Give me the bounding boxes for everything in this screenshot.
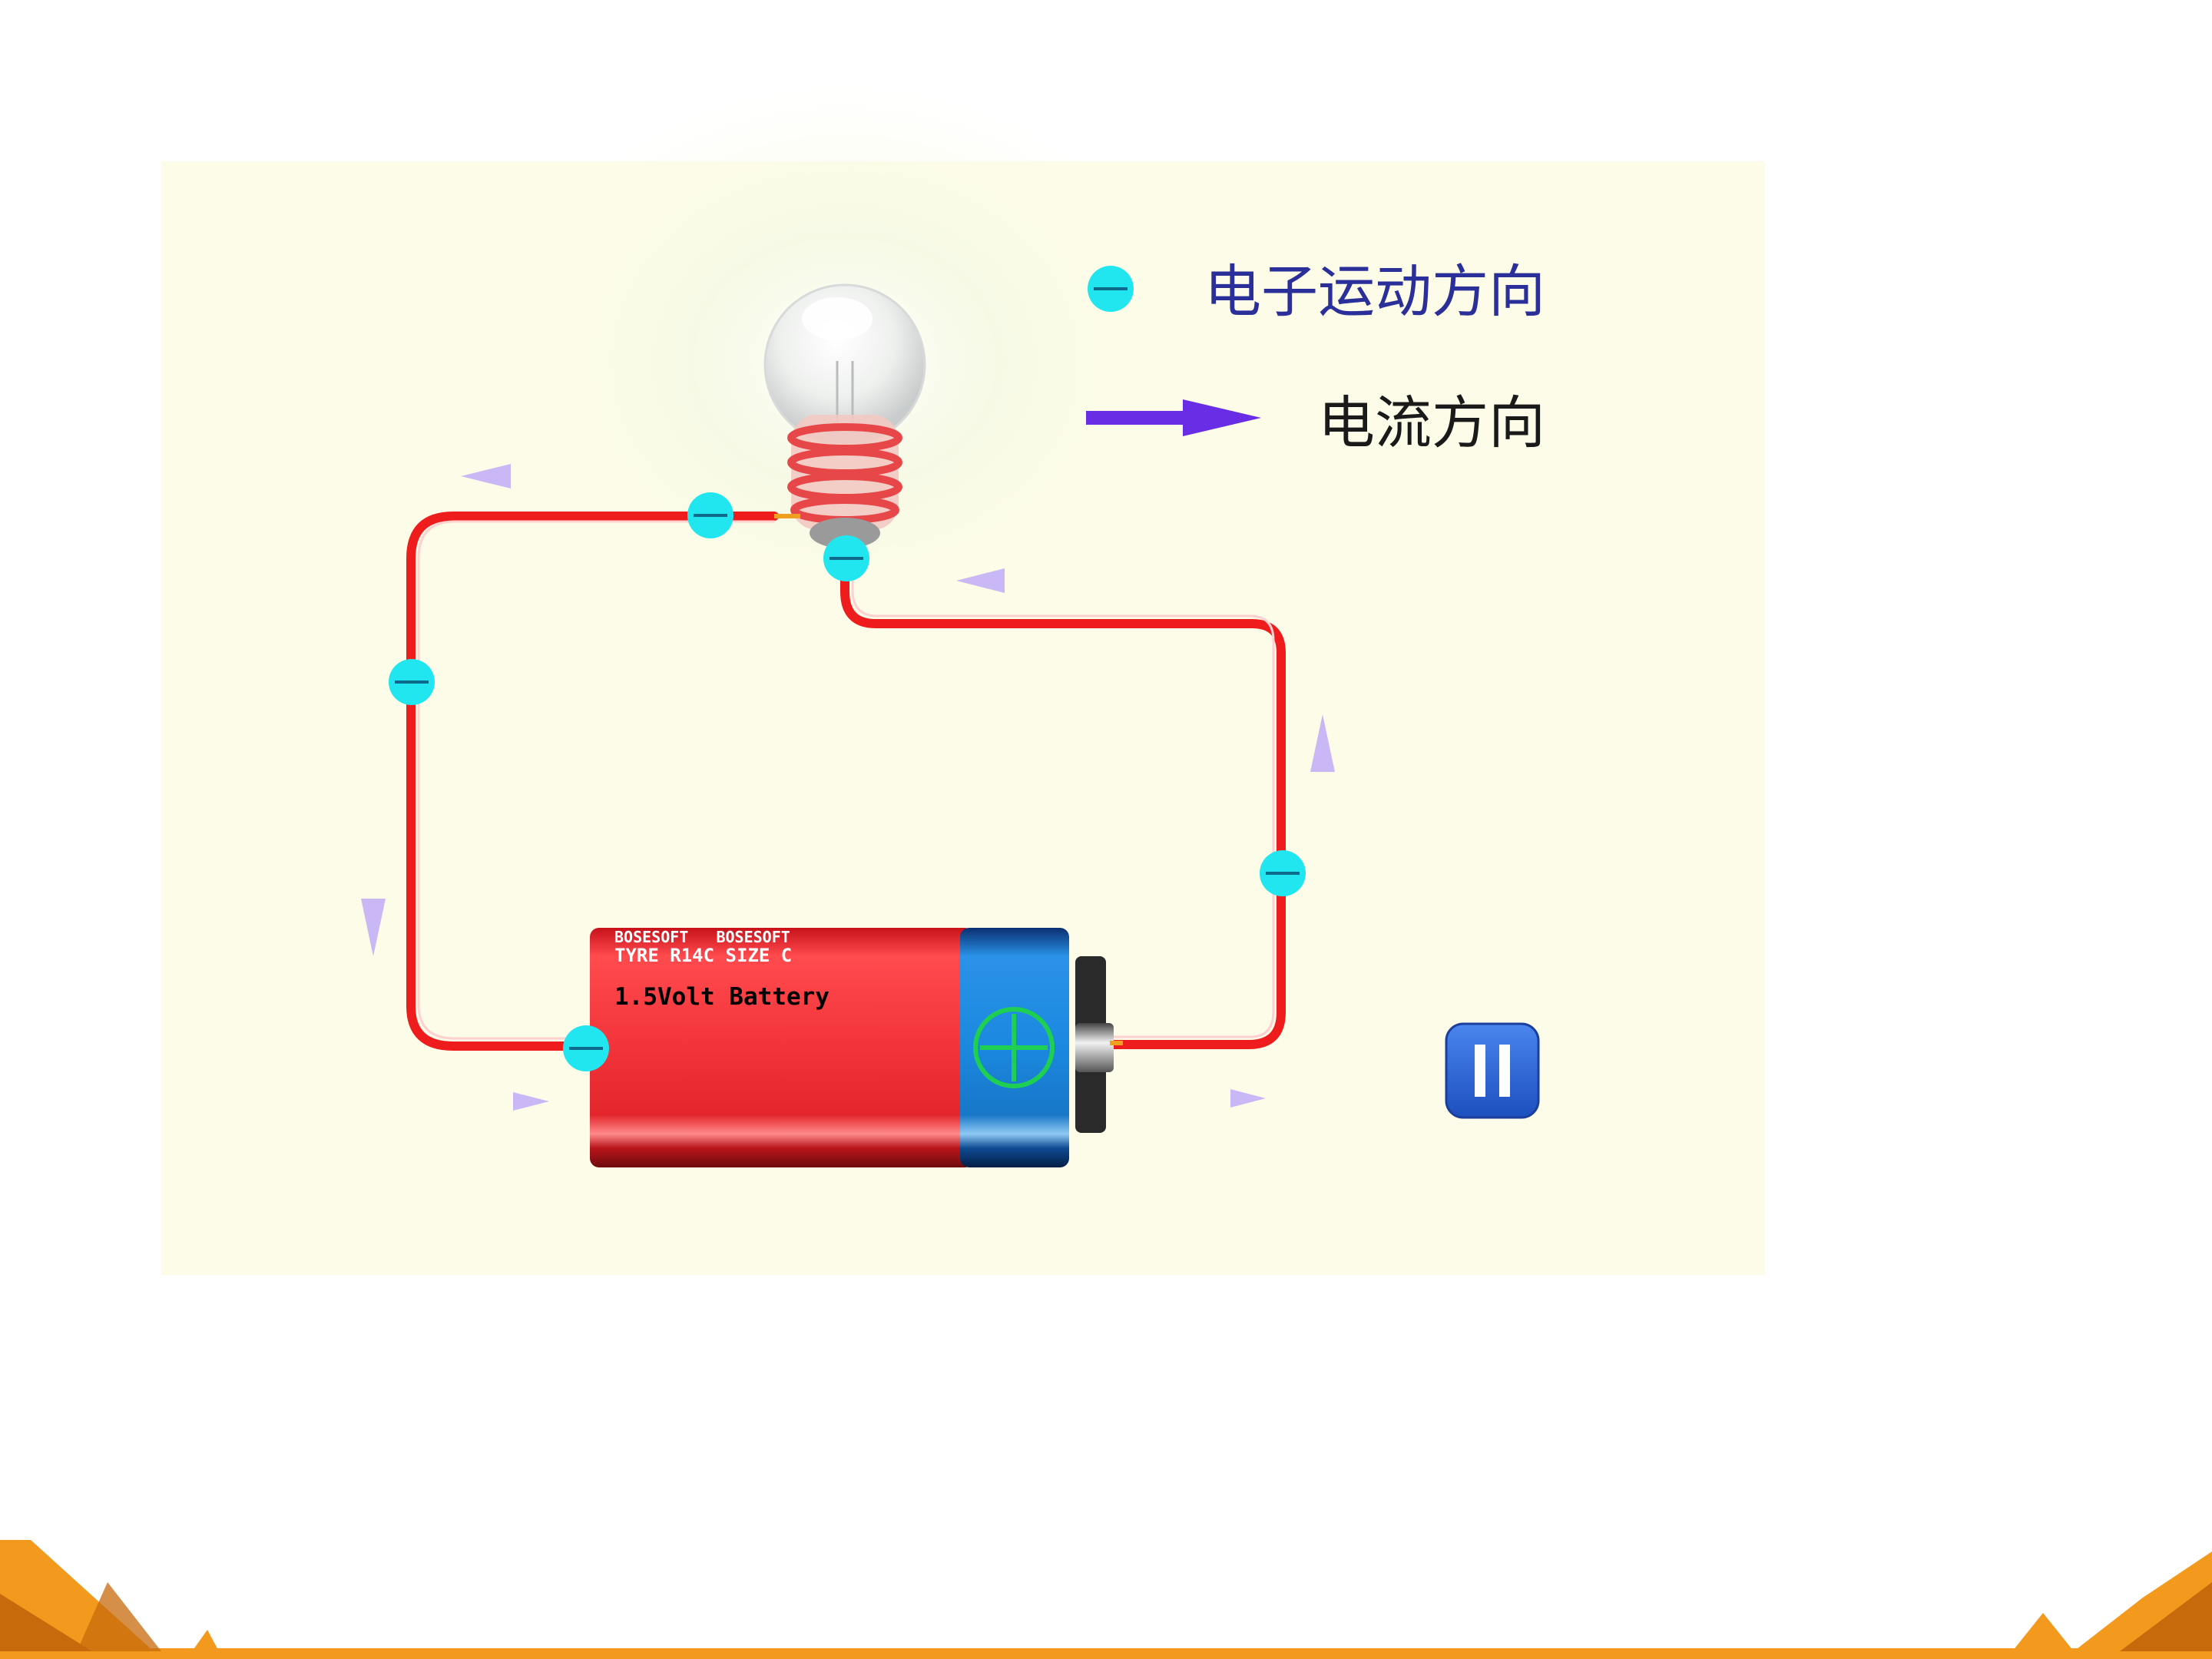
electron-icon (823, 535, 869, 581)
current-arrows (361, 464, 1335, 1111)
positive-terminal-symbol (973, 1007, 1055, 1088)
battery-voltage-label: 1.5Volt Battery (614, 983, 830, 1011)
electrons (389, 492, 1306, 1071)
electron-icon (563, 1025, 609, 1071)
legend-electron-label: 电子运动方向 (1204, 259, 1545, 325)
electron-icon (1260, 850, 1306, 896)
battery-brand-text: BOSESOFT BOSESOFT (614, 928, 790, 946)
legend-current-label: 电流方向 (1318, 390, 1545, 456)
legend: 电子运动方向 电流方向 (1086, 259, 1545, 456)
circuit-wire (406, 512, 1286, 1051)
electron-icon (389, 659, 435, 705)
pause-button[interactable] (1445, 1022, 1540, 1119)
light-bulb (763, 283, 926, 548)
legend-electron-icon (1088, 266, 1134, 312)
battery-type-text: TYRE R14C SIZE C (614, 945, 792, 966)
current-arrow-icon (1310, 714, 1335, 841)
current-arrow-icon (461, 464, 588, 488)
legend-current-arrow-icon (1086, 399, 1261, 436)
current-arrow-icon (361, 830, 386, 956)
battery: BOSESOFT BOSESOFT TYRE R14C SIZE C 1.5Vo… (590, 928, 1123, 1167)
footer-decoration (0, 1540, 2212, 1659)
pause-icon (1475, 1045, 1510, 1097)
current-arrow-icon (472, 1092, 549, 1111)
current-arrow-icon (956, 568, 1081, 593)
electron-icon (687, 492, 733, 538)
current-arrow-icon (1190, 1089, 1266, 1108)
